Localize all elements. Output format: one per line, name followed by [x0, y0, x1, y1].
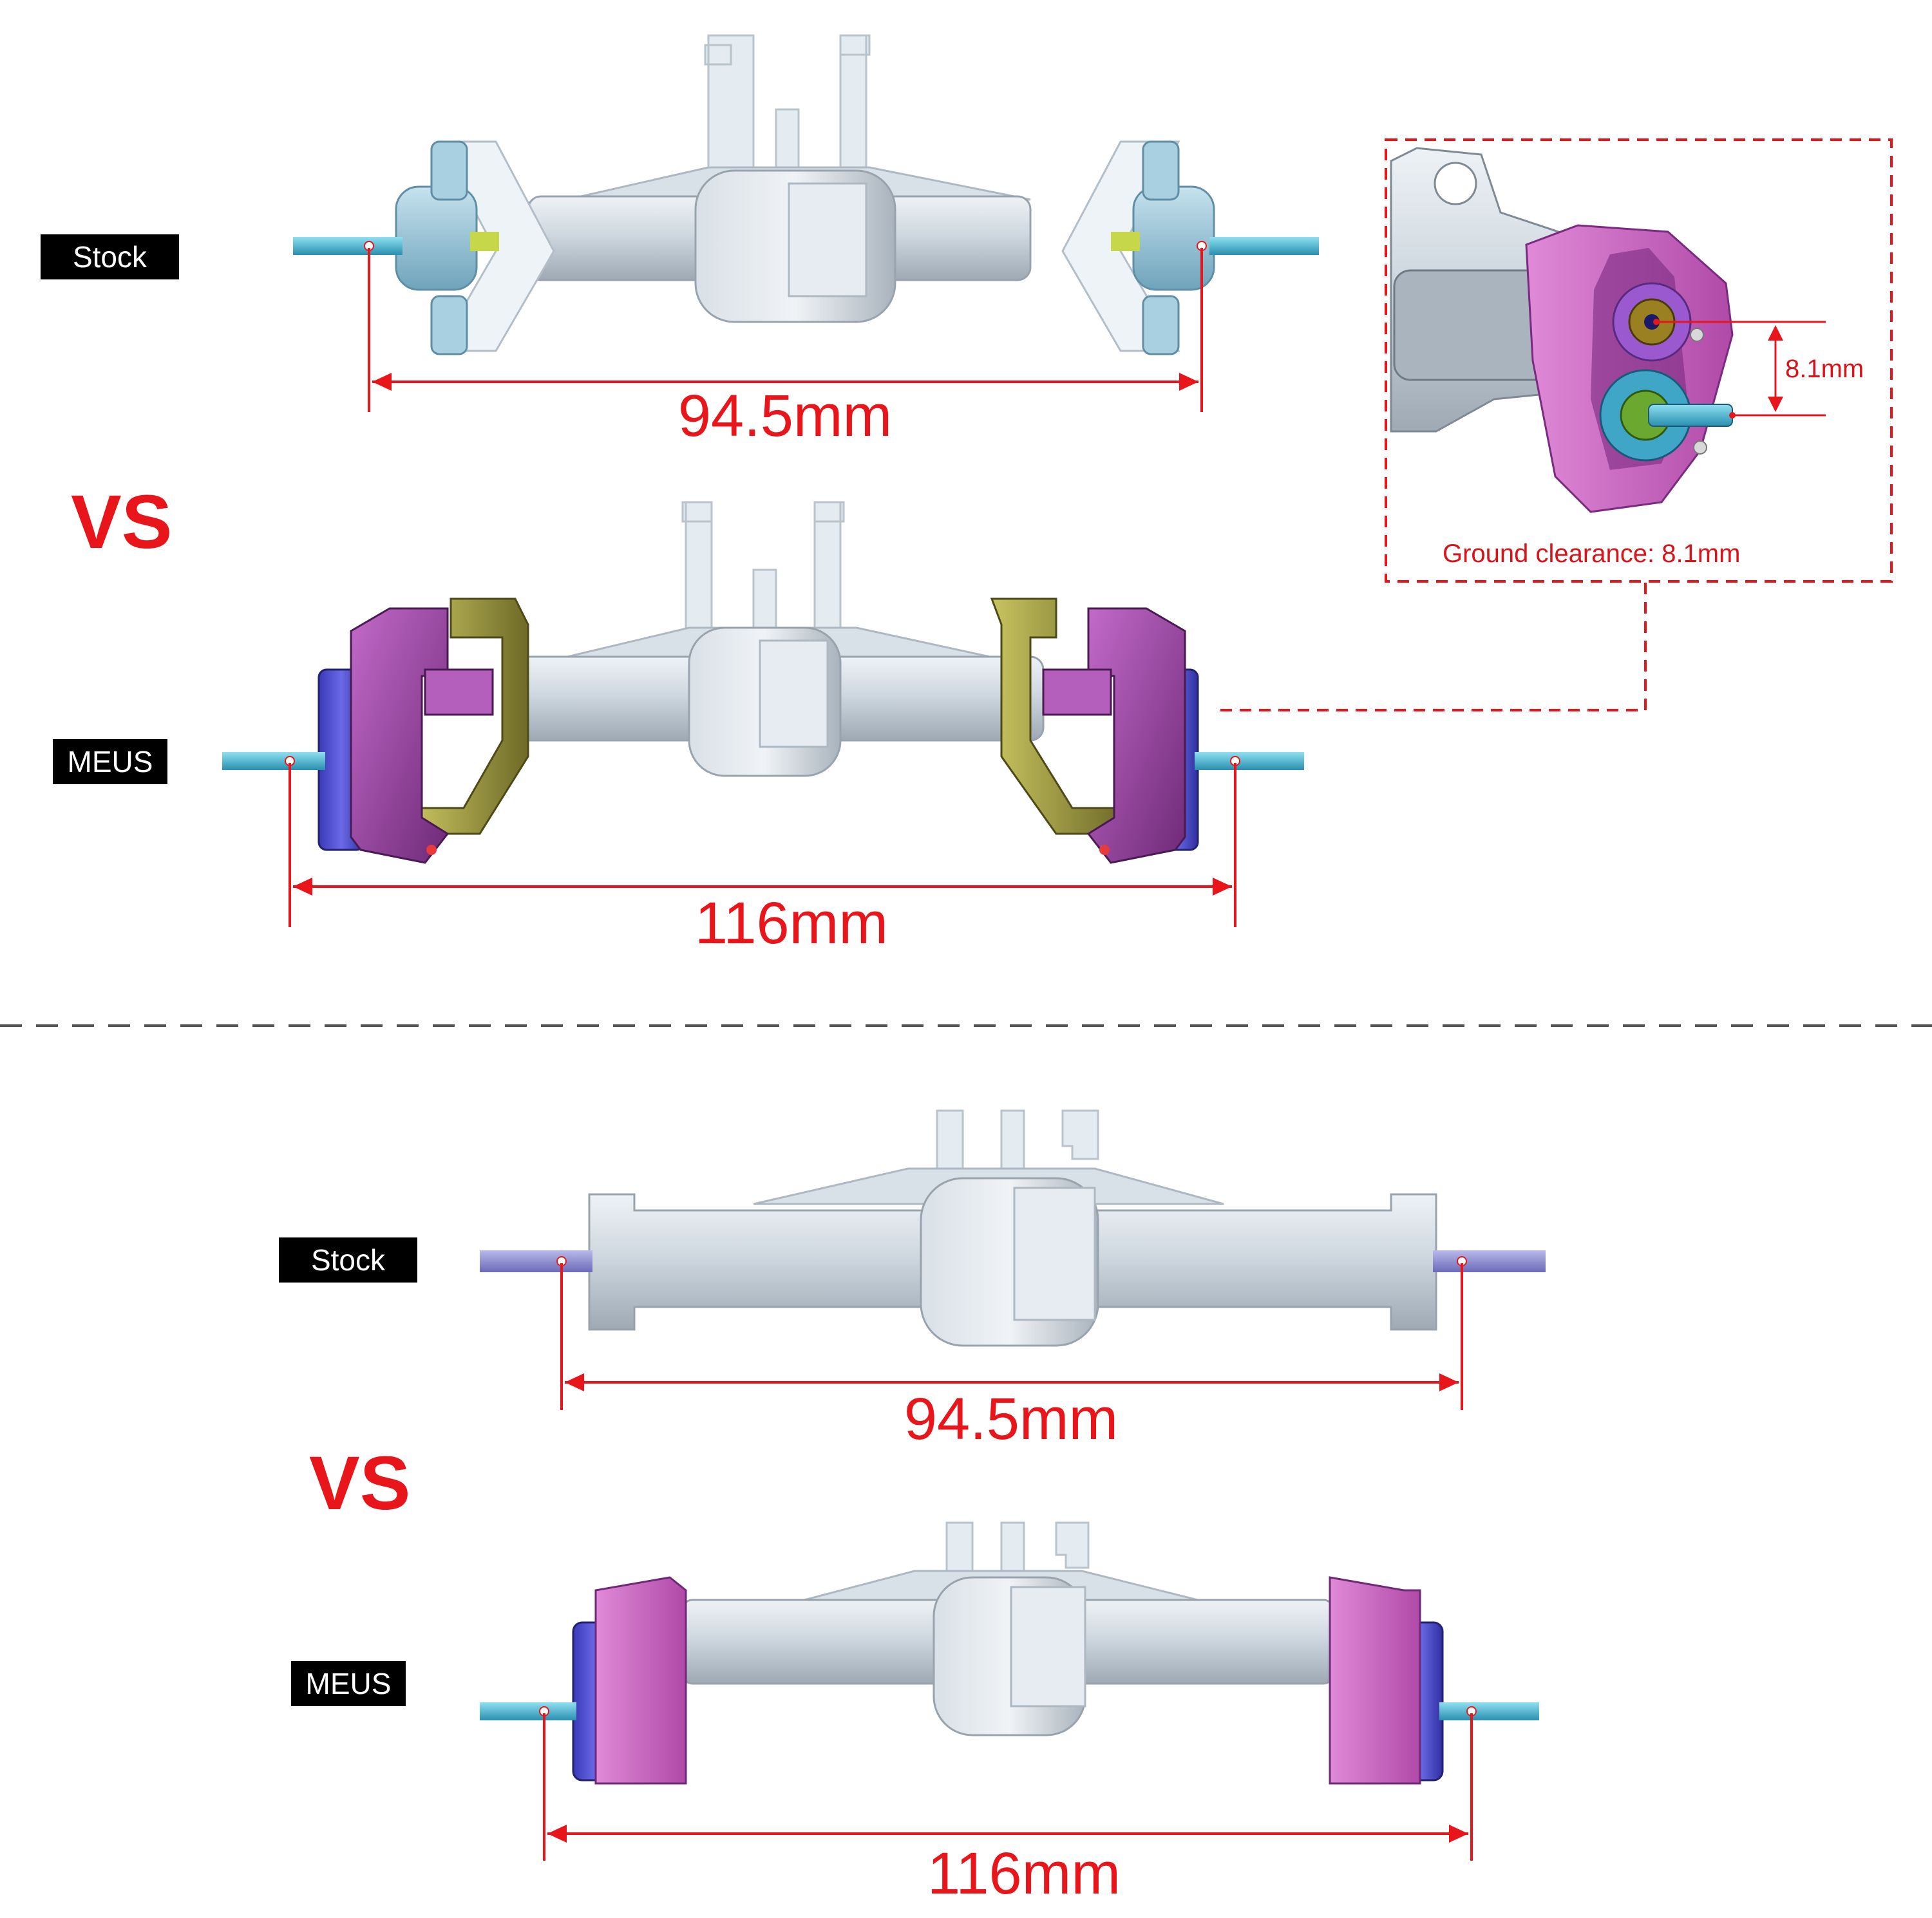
rear-stock-tag: Stock	[279, 1237, 417, 1283]
rear-meus-tag: MEUS	[291, 1661, 406, 1706]
rear-vs-label: VS	[309, 1441, 411, 1526]
rear-stock-width: 94.5mm	[904, 1386, 1119, 1452]
front-stock-tag: Stock	[41, 234, 179, 279]
rear-meus-width: 116mm	[927, 1841, 1121, 1906]
rear-stock-axle	[480, 1109, 1546, 1347]
dimension-lines	[289, 248, 1473, 1861]
front-meus-axle	[222, 501, 1304, 864]
front-meus-tag: MEUS	[53, 739, 167, 784]
front-stock-width: 94.5mm	[677, 383, 893, 449]
front-meus-width: 116mm	[695, 890, 888, 956]
front-stock-axle	[293, 34, 1319, 355]
ground-clearance-caption: Ground clearance: 8.1mm	[1443, 540, 1741, 568]
front-vs-label: VS	[71, 480, 173, 565]
rear-meus-axle	[480, 1521, 1539, 1785]
gear-offset-label: 8.1mm	[1785, 355, 1864, 383]
inset-gear-detail	[1217, 138, 1893, 711]
